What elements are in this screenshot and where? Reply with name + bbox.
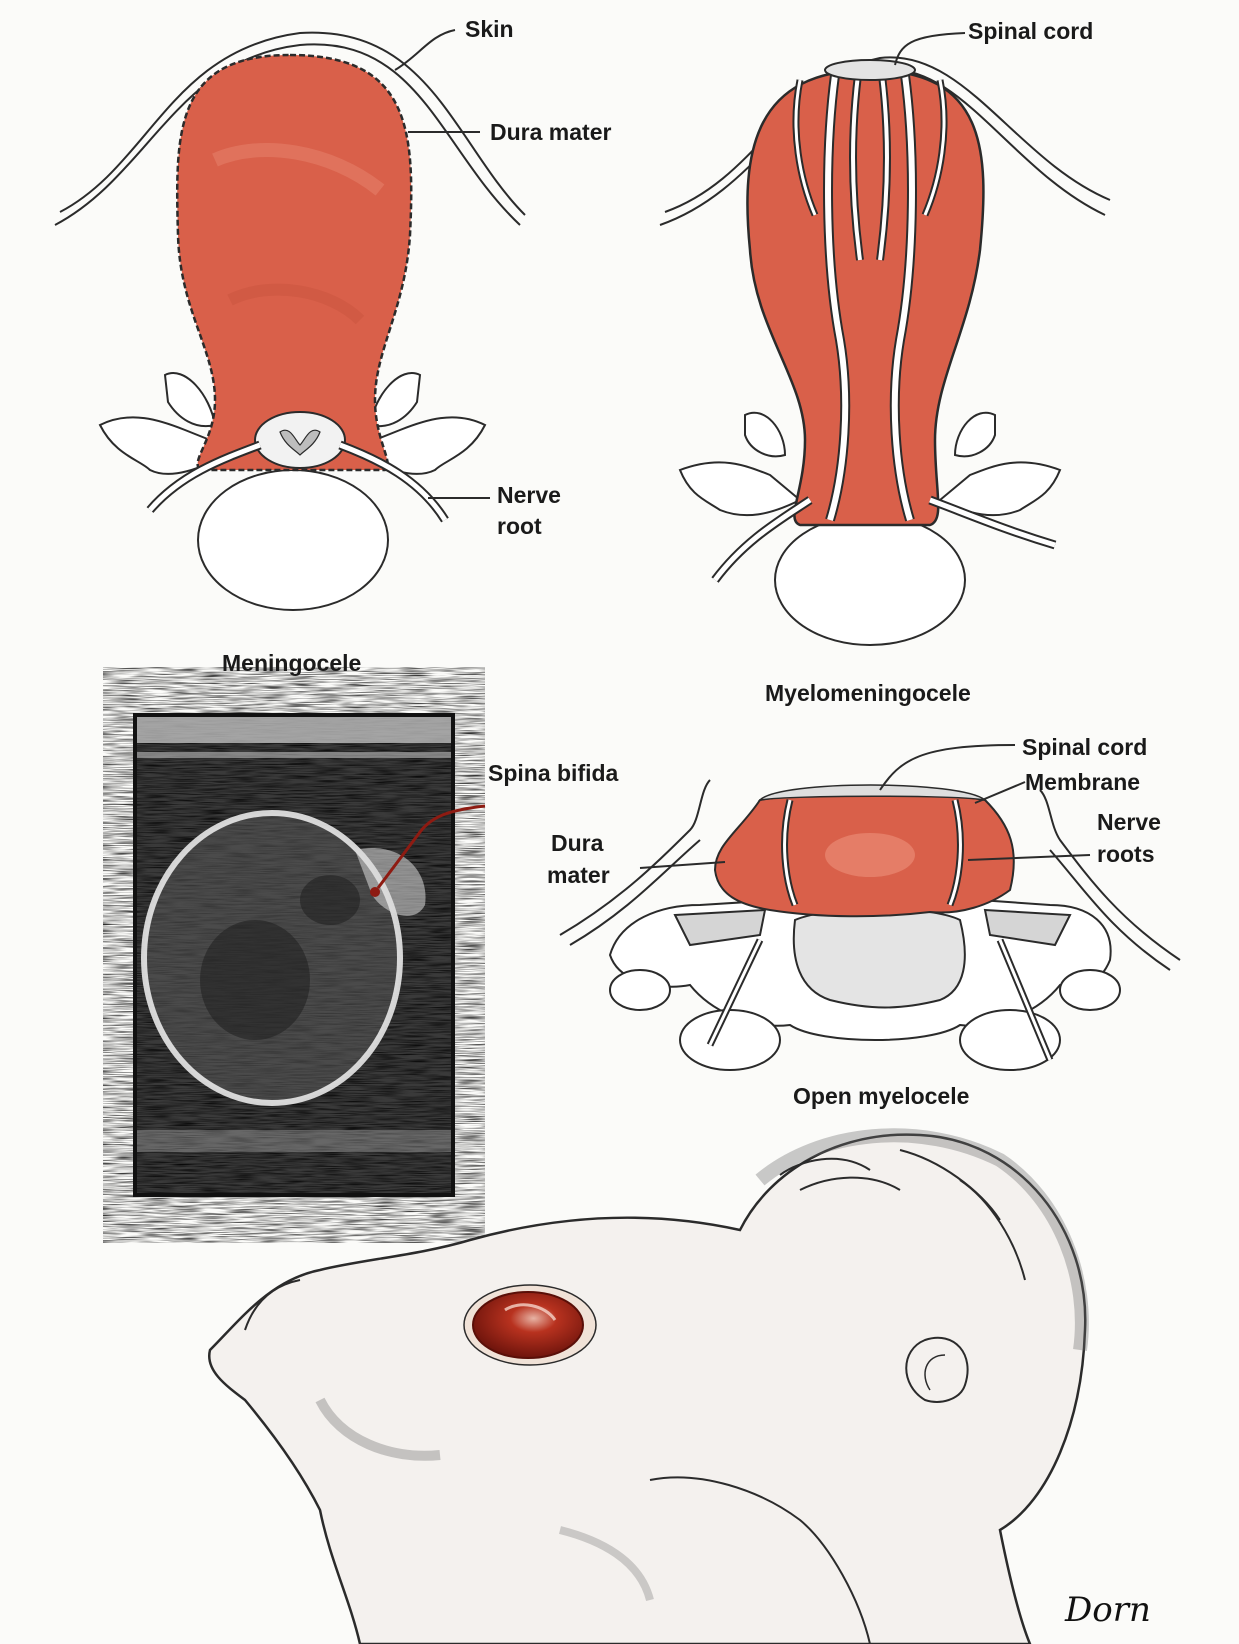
caption-meningocele: Meningocele (222, 650, 361, 677)
caption-myelomeningocele: Myelomeningocele (765, 680, 971, 707)
ultrasound-image (135, 715, 485, 1195)
label-membrane: Membrane (1025, 767, 1140, 798)
label-nerve-roots-line2: roots (1097, 839, 1155, 870)
caption-open-myelocele: Open myelocele (793, 1083, 969, 1110)
label-nerve-roots-line1: Nerve (1097, 807, 1161, 838)
artist-signature: Dorn (1065, 1590, 1151, 1630)
label-nerve-root-line1: Nerve (497, 480, 561, 511)
label-dura-mater: Dura mater (490, 117, 611, 148)
myelomeningocele-diagram (660, 33, 1110, 645)
label-spinal-cord-open: Spinal cord (1022, 732, 1147, 763)
meningocele-diagram (55, 30, 525, 610)
label-spinal-cord-top: Spinal cord (968, 16, 1093, 47)
label-skin: Skin (465, 14, 514, 45)
label-nerve-root-line2: root (497, 511, 542, 542)
infant-drawing (209, 1135, 1085, 1644)
label-dura-line1: Dura (551, 828, 603, 859)
label-dura-line2: mater (547, 860, 610, 891)
label-spina-bifida: Spina bifida (488, 758, 618, 789)
